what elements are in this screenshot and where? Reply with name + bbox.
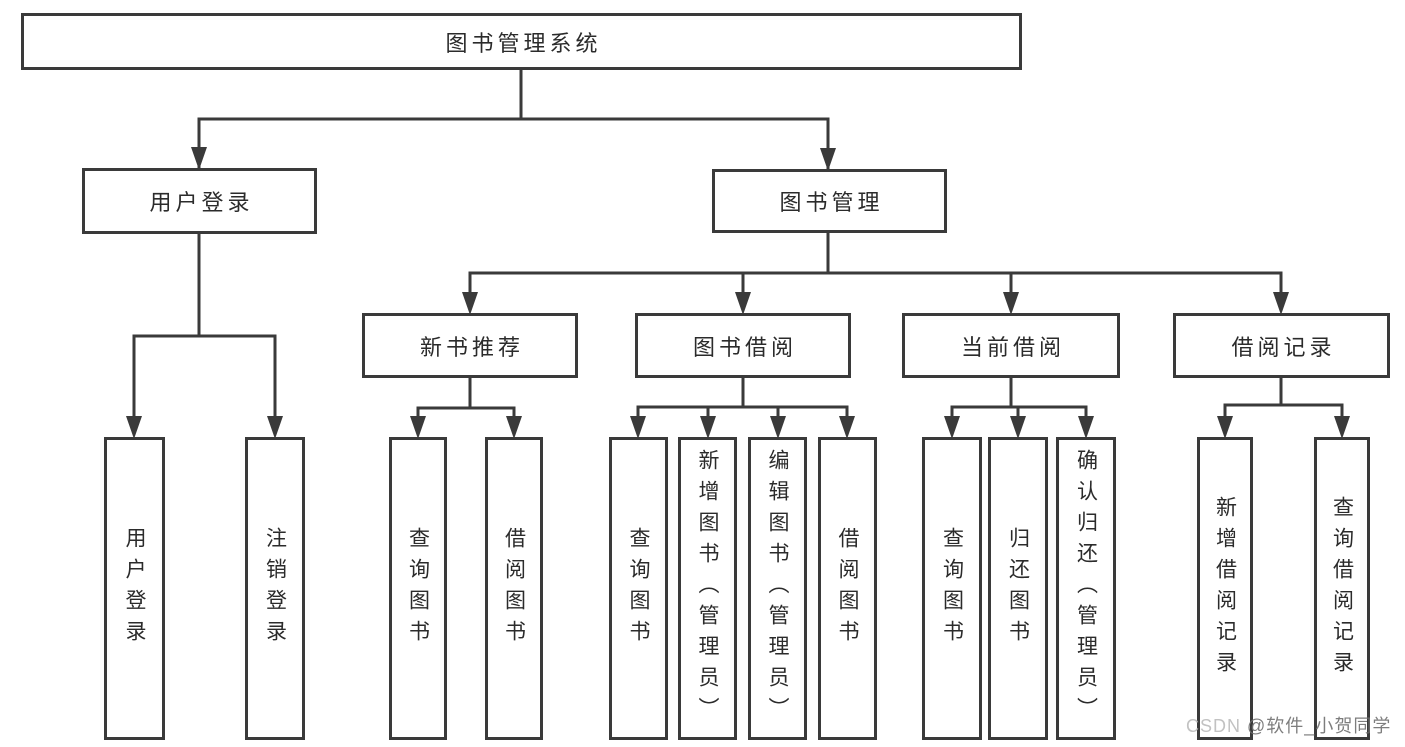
node-root: 图书管理系统 (21, 13, 1022, 70)
leaf-borrow-books-recommend: 借阅图书 (485, 437, 543, 740)
arrowheads (126, 147, 1350, 439)
watermark-handle: @软件_小贺同学 (1247, 716, 1392, 736)
node-new-book-recommend-label: 新书推荐 (419, 334, 524, 360)
node-current-borrowing: 当前借阅 (902, 313, 1120, 378)
node-borrowing-records: 借阅记录 (1173, 313, 1390, 378)
leaf-query-books-current-label: 查询图书 (940, 526, 964, 651)
leaf-logout: 注销登录 (245, 437, 305, 740)
leaf-confirm-return-admin-label: 确认归还（管理员） (1074, 449, 1098, 728)
leaf-user-login-label: 用户登录 (123, 526, 146, 651)
leaf-query-borrow-record: 查询借阅记录 (1314, 437, 1370, 740)
leaf-logout-label: 注销登录 (263, 526, 287, 651)
leaf-query-books-current: 查询图书 (922, 437, 982, 740)
leaf-user-login: 用户登录 (104, 437, 165, 740)
leaf-borrow-books-borrowing: 借阅图书 (818, 437, 877, 740)
leaf-add-book-admin: 新增图书（管理员） (678, 437, 737, 740)
leaf-query-books-borrowing: 查询图书 (609, 437, 668, 740)
leaf-edit-book-admin-label: 编辑图书（管理员） (766, 449, 789, 728)
leaf-borrow-books-recommend-label: 借阅图书 (502, 526, 526, 651)
leaf-add-borrow-record-label: 新增借阅记录 (1213, 495, 1237, 682)
leaf-query-borrow-record-label: 查询借阅记录 (1330, 495, 1354, 682)
node-user-login-label: 用户登录 (149, 190, 254, 215)
leaf-return-book-label: 归还图书 (1006, 526, 1030, 651)
leaf-query-books-recommend: 查询图书 (389, 437, 447, 740)
watermark-brand: CSDN (1186, 716, 1242, 736)
leaf-query-books-borrowing-label: 查询图书 (627, 526, 650, 651)
node-book-management-label: 图书管理 (779, 190, 884, 215)
leaf-query-books-recommend-label: 查询图书 (406, 526, 430, 651)
node-root-label: 图书管理系统 (445, 30, 602, 56)
node-book-management: 图书管理 (712, 169, 947, 233)
leaf-borrow-books-borrowing-label: 借阅图书 (836, 526, 859, 651)
node-new-book-recommend: 新书推荐 (362, 313, 578, 378)
leaf-confirm-return-admin: 确认归还（管理员） (1056, 437, 1116, 740)
csdn-watermark: CSDN @软件_小贺同学 (1186, 712, 1391, 738)
node-book-borrowing: 图书借阅 (635, 313, 851, 378)
leaf-add-book-admin-label: 新增图书（管理员） (696, 449, 719, 728)
node-borrowing-records-label: 借阅记录 (1231, 334, 1336, 360)
leaf-edit-book-admin: 编辑图书（管理员） (748, 437, 807, 740)
node-book-borrowing-label: 图书借阅 (692, 334, 797, 360)
node-user-login: 用户登录 (82, 168, 317, 234)
leaf-return-book: 归还图书 (988, 437, 1048, 740)
node-current-borrowing-label: 当前借阅 (960, 334, 1065, 360)
leaf-add-borrow-record: 新增借阅记录 (1197, 437, 1253, 740)
